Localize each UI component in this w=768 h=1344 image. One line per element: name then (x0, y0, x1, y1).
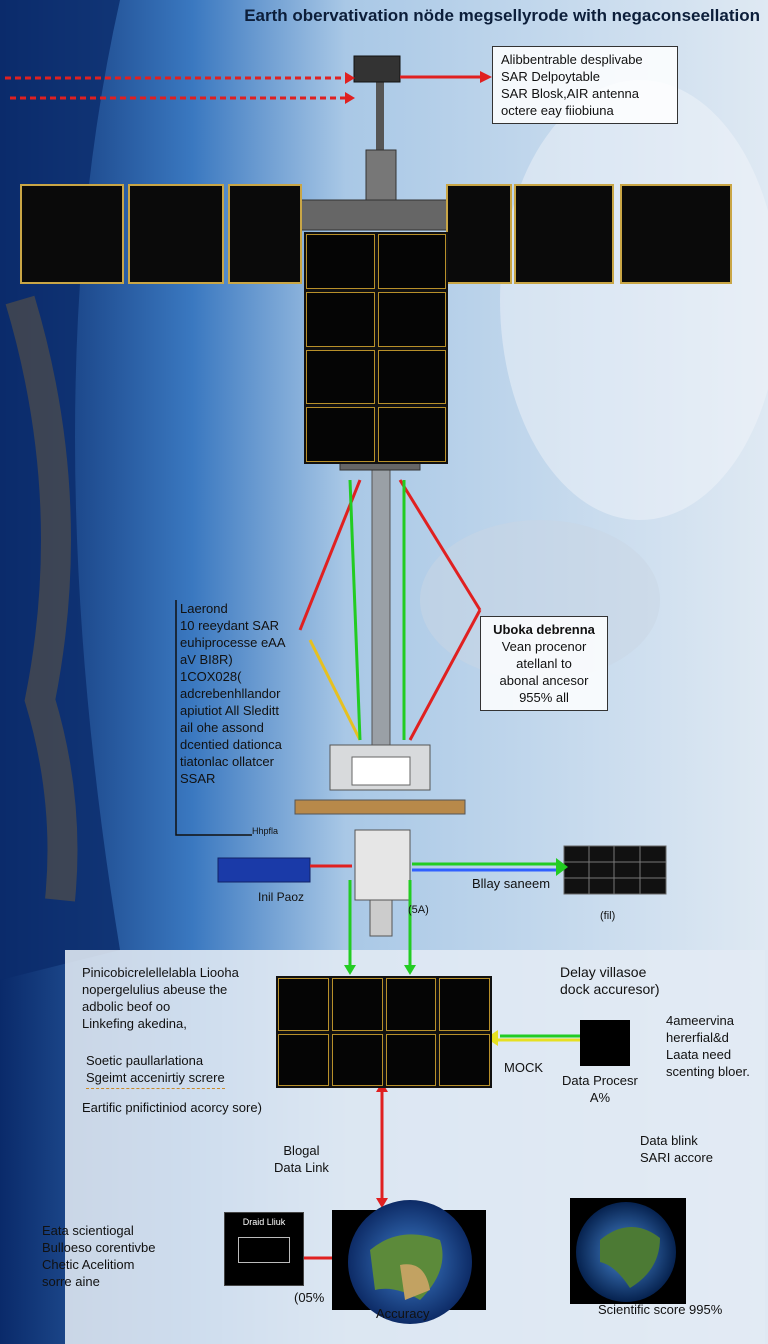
left-panel-label: Inil Paoz (258, 890, 304, 904)
sar-desc-line: euhiprocesse eAA (180, 634, 320, 651)
processor-line: abonal ancesor (489, 672, 599, 689)
global-link-line: Data Link (274, 1159, 329, 1176)
data-proc-line: A% (562, 1089, 638, 1106)
bottom-desc-line: Bulloeso corentivbe (42, 1239, 155, 1256)
delay-line: dock accuresor) (560, 981, 660, 998)
processor-line: atellanl to (489, 655, 599, 672)
data-link-right-label: Data blink SARI accore (640, 1132, 713, 1166)
note-line: hererfial&d (666, 1029, 750, 1046)
solar-array-right-1 (446, 184, 512, 284)
accuracy-score-note: Eartific pnifictiniod acorcy sore) (82, 1100, 262, 1115)
sar-label-line: Alibbentrable desplivabe (501, 51, 669, 68)
delay-module-label: Delay villasoe dock accuresor) (560, 964, 660, 998)
bottom-desc-line: Eata scientiogal (42, 1222, 155, 1239)
sar-desc-line: ail ohe assond (180, 719, 320, 736)
score-description: Soetic paullarlationa Sgeimt accenirtiy … (86, 1052, 225, 1089)
thumbnail-device-icon (238, 1237, 290, 1263)
solar-array-left-2 (128, 184, 224, 284)
percent-left-label: (05% (294, 1290, 324, 1305)
processor-line: 955% all (489, 689, 599, 706)
thumbnail-title: Draid Lliuk (225, 1213, 303, 1231)
note-line: 4ameervina (666, 1012, 750, 1029)
processor-line: Vean procenor (489, 638, 599, 655)
central-solar-panel (304, 232, 448, 464)
bay-sensor-label: Bllay saneem (472, 876, 550, 891)
mock-label: MOCK (504, 1060, 543, 1075)
solar-array-left-1 (20, 184, 124, 284)
sar-desc-line: Laerond (180, 600, 320, 617)
sar-desc-line: SSAR (180, 770, 320, 787)
sar-label-line: SAR Blosk,AIR antenna (501, 85, 669, 102)
sar-description-box: Laerond 10 reeydant SAR euhiprocesse eAA… (180, 600, 320, 787)
global-data-link-label: Blogal Data Link (274, 1142, 329, 1176)
link-desc-line: Pinicobicrelellelabla Liooha (82, 964, 239, 981)
bottom-desc-line: Chetic Acelitiom (42, 1256, 155, 1273)
delay-line: Delay villasoe (560, 964, 660, 981)
note-line: Laata need (666, 1046, 750, 1063)
sar-label-line: SAR Delpoytable (501, 68, 669, 85)
scientific-score-label: Scientific score 995% (598, 1302, 722, 1317)
score-desc-line: Sgeimt accenirtiy screre (86, 1069, 225, 1086)
sar-desc-line: 1COX028( (180, 668, 320, 685)
solar-array-right-2 (514, 184, 614, 284)
link-description: Pinicobicrelellelabla Liooha nopergeluli… (82, 964, 239, 1032)
note-line: scenting bloer. (666, 1063, 750, 1080)
bottom-left-description: Eata scientiogal Bulloeso corentivbe Che… (42, 1222, 155, 1290)
processor-info-box: Uboka debrenna Vean procenor atellanl to… (480, 616, 608, 711)
global-link-line: Blogal (274, 1142, 329, 1159)
data-processor-label: Data Procesr A% (562, 1072, 638, 1106)
solar-array-left-3 (228, 184, 302, 284)
sar-desc-line: 10 reeydant SAR (180, 617, 320, 634)
sar-desc-line: apiutiot All Sleditt (180, 702, 320, 719)
tiny-sign-label: Hhpfla (252, 826, 278, 836)
data-link-thumbnail: Draid Lliuk (224, 1212, 304, 1286)
sar-desc-line: aV BI8R) (180, 651, 320, 668)
diagram-title: Earth obervativation nöde megsellyrode w… (200, 6, 760, 26)
accuracy-label: Accuracy (376, 1306, 429, 1321)
lower-solar-panel (276, 976, 492, 1088)
datalink-line: SARI accore (640, 1149, 713, 1166)
bottom-desc-line: sorre aine (42, 1273, 155, 1290)
module-label: (5A) (408, 904, 429, 916)
data-processor-block (580, 1020, 630, 1066)
data-proc-line: Data Procesr (562, 1072, 638, 1089)
sar-desc-line: adcrebenhllandor (180, 685, 320, 702)
sar-antenna-label-box: Alibbentrable desplivabe SAR Delpoytable… (492, 46, 678, 124)
right-notes: 4ameervina hererfial&d Laata need scenti… (666, 1012, 750, 1080)
sar-desc-line: dcentied dationca (180, 736, 320, 753)
solar-array-right-3 (620, 184, 732, 284)
link-desc-line: adbolic beof oo (82, 998, 239, 1015)
sar-label-line: octere eay fiiobiuna (501, 102, 669, 119)
sar-desc-line: tiatonlac ollatcer (180, 753, 320, 770)
score-desc-line: Soetic paullarlationa (86, 1052, 225, 1069)
link-desc-line: Linkefing akedina, (82, 1015, 239, 1032)
link-desc-line: nopergelulius abeuse the (82, 981, 239, 998)
processor-title: Uboka debrenna (489, 621, 599, 638)
datalink-line: Data blink (640, 1132, 713, 1149)
right-panel-sublabel: (fil) (600, 910, 615, 922)
